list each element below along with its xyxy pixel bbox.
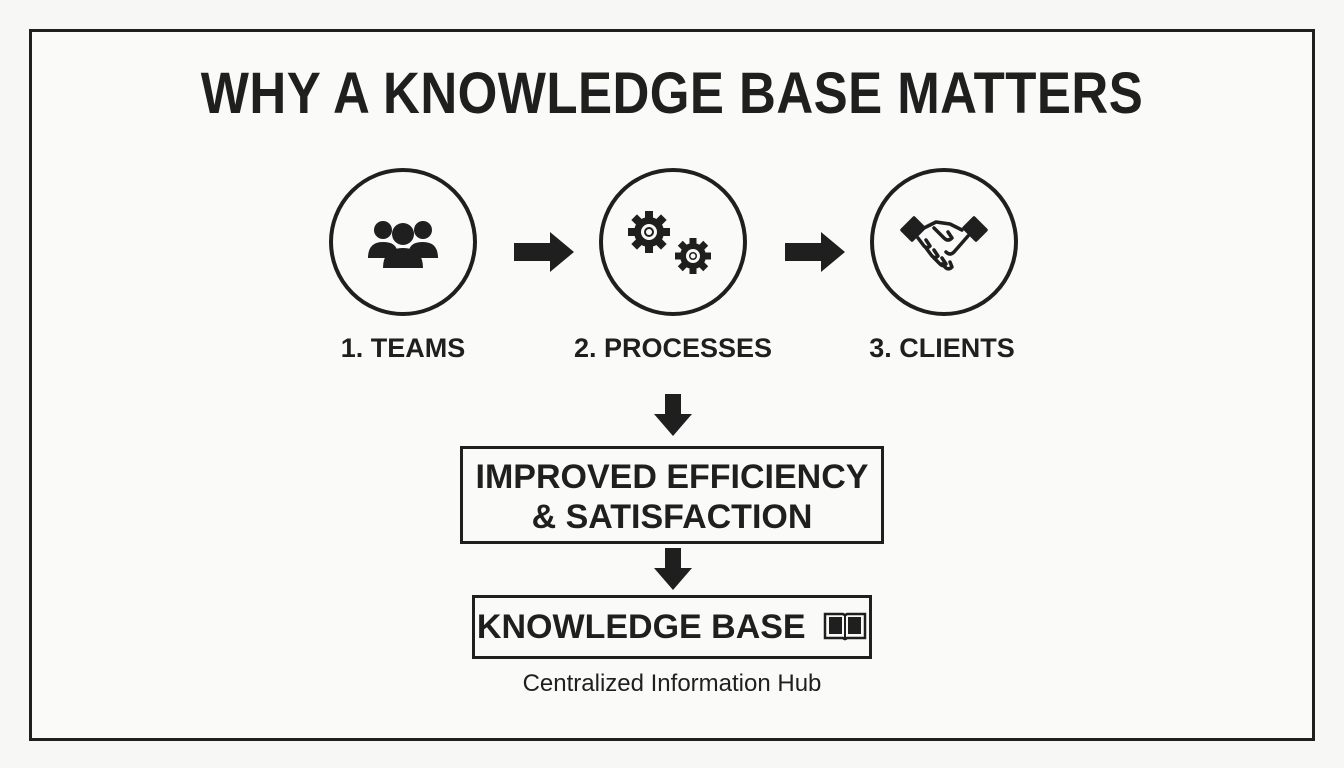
step-label-processes: 2. PROCESSES (573, 333, 773, 363)
arrow-right-icon (785, 232, 845, 272)
knowledge-base-box: KNOWLEDGE BASE (472, 595, 872, 659)
result-box: IMPROVED EFFICIENCY & SATISFACTION (460, 446, 884, 544)
gears-icon (628, 211, 711, 274)
handshake-icon (900, 216, 988, 271)
open-book-icon (823, 612, 867, 641)
step-label-teams: 1. TEAMS (340, 333, 466, 363)
step-label-clients: 3. CLIENTS (869, 333, 1015, 363)
arrow-down-icon (654, 394, 692, 436)
knowledge-base-label: KNOWLEDGE BASE (476, 608, 806, 646)
clients-circle (870, 168, 1018, 316)
arrow-down-icon (654, 548, 692, 590)
result-line-1: IMPROVED EFFICIENCY (475, 458, 869, 496)
processes-circle (599, 168, 747, 316)
arrow-right-icon (514, 232, 574, 272)
caption: Centralized Information Hub (522, 670, 822, 697)
people-group-icon (368, 221, 438, 268)
diagram-title: WHY A KNOWLEDGE BASE MATTERS (200, 61, 1144, 126)
teams-circle (329, 168, 477, 316)
result-line-2: & SATISFACTION (531, 498, 813, 536)
